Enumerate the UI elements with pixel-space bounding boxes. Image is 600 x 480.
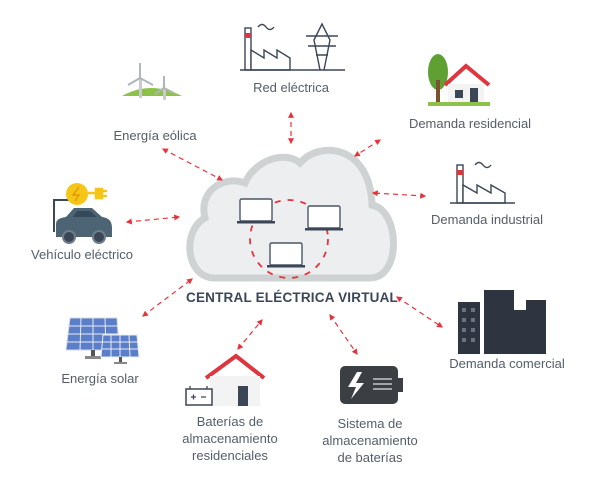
label-commercial-demand: Demanda comercial (449, 356, 565, 371)
laptop-icon (267, 242, 305, 268)
label-line: almacenamiento (182, 431, 278, 446)
cloud-icon (186, 146, 397, 282)
label-solar: Energía solar (61, 371, 139, 386)
label-line: Sistema de (337, 416, 403, 431)
laptop-icon (305, 205, 343, 231)
label-wind: Energía eólica (113, 128, 197, 143)
arrow-wind (161, 148, 224, 181)
home-battery-icon (185, 353, 266, 406)
house-icon (428, 54, 491, 106)
central-title: CENTRAL ELÉCTRICA VIRTUAL (186, 290, 398, 305)
label-home-batteries: Baterías de almacenamiento residenciales (182, 413, 277, 464)
label-grid: Red eléctrica (253, 80, 329, 95)
label-line: de baterías (337, 450, 403, 465)
wind-turbine-icon (122, 63, 182, 100)
office-buildings-icon (458, 290, 546, 354)
arrow-solar (142, 278, 193, 317)
power-grid-icon (240, 22, 345, 71)
label-line: almacenamiento (322, 433, 418, 448)
label-residential-demand: Demanda residencial (408, 116, 532, 131)
factory-icon (450, 161, 515, 204)
arrow-commercial (396, 296, 443, 328)
connection-arrows (125, 111, 443, 355)
network-ring (249, 199, 329, 279)
solar-panel-icon (65, 317, 140, 364)
arrow-residential (353, 139, 382, 157)
label-ev: Vehículo eléctrico (31, 247, 133, 262)
arrow-home-batteries (237, 319, 263, 350)
laptop-icon (237, 198, 275, 224)
arrow-battery-system (329, 314, 358, 355)
arrow-ev (125, 214, 181, 225)
label-battery-system: Sistema de almacenamiento de baterías (322, 415, 417, 466)
label-industrial-demand: Demanda industrial (430, 212, 544, 227)
battery-system-icon (340, 366, 403, 404)
arrow-industrial (371, 190, 427, 199)
label-line: Baterías de (196, 414, 264, 429)
label-line: residenciales (192, 448, 268, 463)
electric-car-icon (53, 183, 112, 244)
